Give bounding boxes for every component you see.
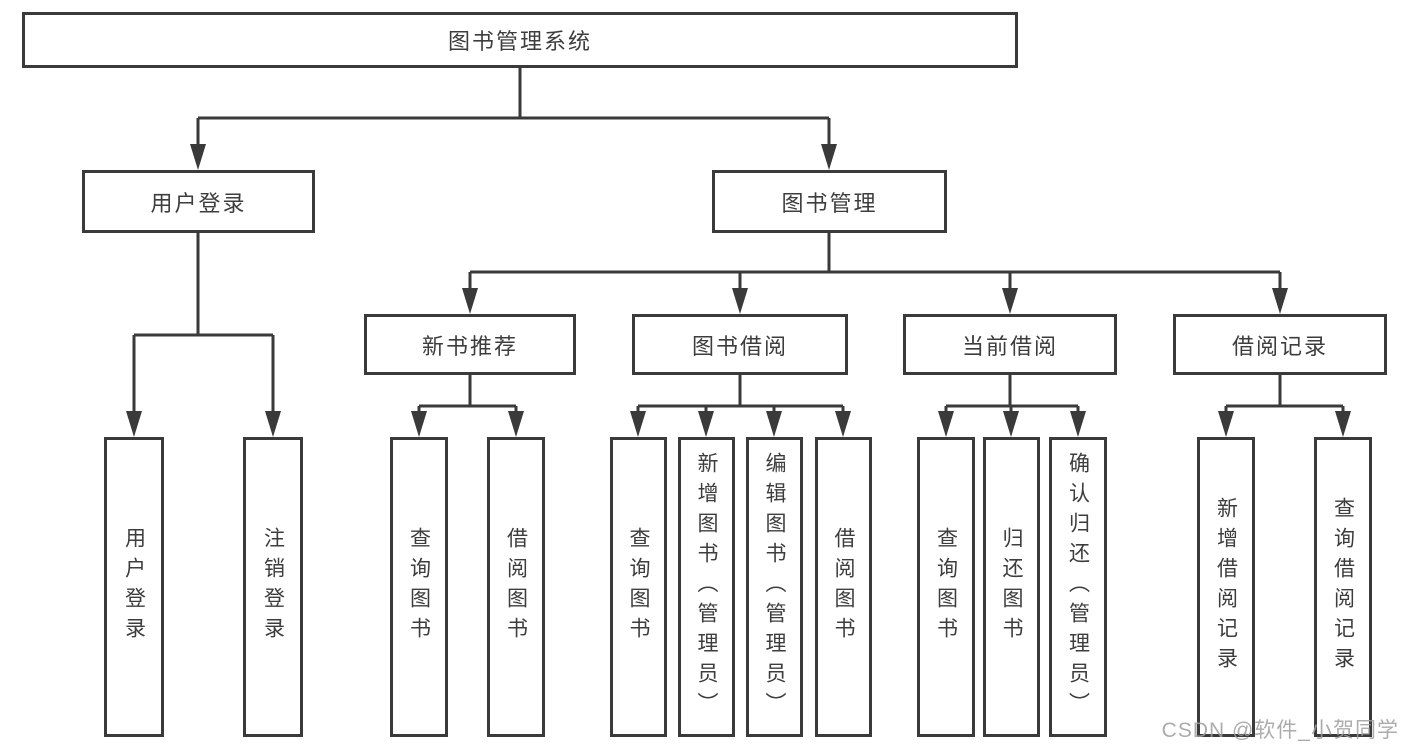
connector-borrow-records-to-leaves bbox=[1218, 375, 1351, 437]
leaf-br-query-record: 查询借阅记录 bbox=[1314, 437, 1372, 737]
leaf-br-query-record-label: 查询借阅记录 bbox=[1331, 497, 1355, 677]
leaf-user-login-label: 用户登录 bbox=[122, 527, 146, 647]
leaf-bb-add-books-label: 新增图书（管理员） bbox=[695, 452, 718, 722]
node-new-book-rec-label: 新书推荐 bbox=[421, 333, 518, 359]
node-book-mgmt-label: 图书管理 bbox=[781, 190, 878, 216]
leaf-logout-label: 注销登录 bbox=[261, 527, 285, 647]
node-new-book-rec: 新书推荐 bbox=[364, 314, 576, 375]
leaf-rec-query-books-label: 查询图书 bbox=[407, 527, 431, 647]
node-current-borrow: 当前借阅 bbox=[903, 314, 1117, 375]
node-root: 图书管理系统 bbox=[22, 12, 1018, 68]
leaf-cb-return-books-label: 归还图书 bbox=[1000, 527, 1023, 647]
leaf-logout: 注销登录 bbox=[243, 437, 303, 737]
leaf-bb-borrow-books: 借阅图书 bbox=[815, 437, 872, 737]
leaf-bb-add-books: 新增图书（管理员） bbox=[678, 437, 735, 737]
leaf-user-login: 用户登录 bbox=[104, 437, 164, 737]
node-user-login-label: 用户登录 bbox=[150, 190, 247, 216]
connector-current-borrow-to-leaves bbox=[938, 375, 1086, 437]
leaf-br-add-record-label: 新增借阅记录 bbox=[1214, 497, 1238, 677]
leaf-cb-query-books: 查询图书 bbox=[917, 437, 975, 737]
connector-new-book-rec-to-leaves bbox=[411, 375, 524, 437]
leaf-cb-confirm-return: 确认归还（管理员） bbox=[1049, 437, 1107, 737]
node-current-borrow-label: 当前借阅 bbox=[961, 333, 1058, 359]
leaf-rec-query-books: 查询图书 bbox=[390, 437, 448, 737]
connector-root-to-branches bbox=[190, 68, 837, 170]
node-user-login: 用户登录 bbox=[82, 170, 315, 233]
node-root-label: 图书管理系统 bbox=[447, 29, 592, 54]
leaf-bb-query-books-label: 查询图书 bbox=[627, 527, 650, 647]
node-borrow-records-label: 借阅记录 bbox=[1231, 333, 1328, 359]
node-book-borrow: 图书借阅 bbox=[632, 314, 848, 375]
leaf-rec-borrow-books: 借阅图书 bbox=[487, 437, 545, 737]
leaf-bb-borrow-books-label: 借阅图书 bbox=[832, 527, 855, 647]
leaf-bb-edit-books: 编辑图书（管理员） bbox=[746, 437, 803, 737]
node-book-mgmt: 图书管理 bbox=[712, 170, 947, 233]
node-borrow-records: 借阅记录 bbox=[1173, 314, 1387, 375]
leaf-cb-query-books-label: 查询图书 bbox=[934, 527, 958, 647]
leaf-cb-confirm-return-label: 确认归还（管理员） bbox=[1066, 452, 1090, 722]
node-book-borrow-label: 图书借阅 bbox=[691, 333, 788, 359]
leaf-rec-borrow-books-label: 借阅图书 bbox=[504, 527, 528, 647]
connector-book-mgmt-to-groups bbox=[462, 233, 1288, 314]
connector-book-borrow-to-leaves bbox=[630, 375, 851, 437]
leaf-cb-return-books: 归还图书 bbox=[983, 437, 1040, 737]
leaf-bb-query-books: 查询图书 bbox=[610, 437, 667, 737]
leaf-bb-edit-books-label: 编辑图书（管理员） bbox=[763, 452, 786, 722]
leaf-br-add-record: 新增借阅记录 bbox=[1197, 437, 1255, 737]
connector-user-login-to-leaves bbox=[126, 233, 281, 437]
